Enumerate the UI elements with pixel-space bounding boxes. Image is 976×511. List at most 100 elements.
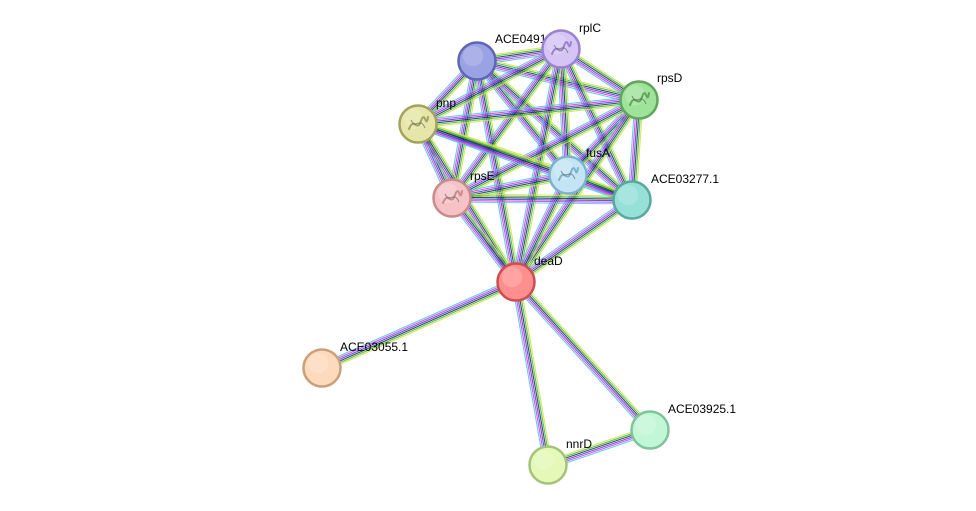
- node-circle[interactable]: [302, 348, 342, 388]
- edge-line: [511, 282, 545, 466]
- node-ACE03055[interactable]: ACE03055.1: [302, 340, 409, 388]
- edge-line: [322, 283, 518, 371]
- edge-line: [556, 50, 629, 202]
- edge-line: [323, 285, 518, 373]
- edge-line: [320, 277, 515, 365]
- edge-line: [513, 173, 567, 282]
- edge-line: [418, 103, 640, 129]
- edge-line: [453, 103, 642, 203]
- node-highlight: [462, 45, 484, 67]
- node-pnp[interactable]: pnp: [398, 96, 457, 144]
- edge-line: [516, 281, 550, 465]
- edge-fusA-deaD: [511, 173, 573, 284]
- structure-thumbnail-icon: [551, 41, 572, 55]
- edge-line: [416, 127, 631, 205]
- edge-line: [449, 95, 638, 195]
- edge-deaD-ACE03055: [320, 277, 518, 373]
- node-rplC[interactable]: rplC: [541, 21, 602, 69]
- structure-detail: [560, 170, 576, 180]
- edge-line: [453, 61, 480, 199]
- edge-line: [453, 50, 564, 200]
- edge-line: [450, 97, 639, 197]
- node-circle[interactable]: [630, 410, 670, 450]
- node-circle[interactable]: [528, 445, 568, 485]
- edge-line: [511, 173, 565, 281]
- node-highlight: [617, 184, 639, 206]
- node-label: rpsE: [470, 169, 495, 183]
- node-circle[interactable]: [398, 104, 438, 144]
- edge-line: [452, 196, 633, 200]
- edge-line: [417, 95, 639, 121]
- edge-line: [452, 100, 640, 200]
- edge-line: [451, 170, 568, 195]
- node-circle[interactable]: [612, 180, 652, 220]
- node-circle[interactable]: [496, 262, 536, 302]
- edge-line: [320, 279, 516, 367]
- edge-rplC-rpsE: [448, 46, 565, 201]
- node-rpsE[interactable]: rpsE: [432, 169, 495, 218]
- node-fusA[interactable]: fusA: [548, 146, 611, 195]
- edge-rpsD-rpsE: [449, 95, 642, 203]
- edge-rpsE-ACE03277: [451, 193, 633, 205]
- node-circle[interactable]: [541, 29, 581, 69]
- node-ACE03925[interactable]: ACE03925.1: [630, 402, 737, 450]
- node-label: rpsD: [657, 71, 683, 85]
- edge-line: [418, 101, 640, 127]
- node-ACE0491[interactable]: ACE0491: [457, 32, 547, 81]
- edge-line: [452, 176, 569, 201]
- node-circle[interactable]: [619, 80, 659, 120]
- node-nnrD[interactable]: nnrD: [528, 437, 593, 485]
- edge-line: [452, 195, 633, 199]
- edge-rplC-pnp: [415, 44, 564, 129]
- edge-ACE0491-deaD: [472, 60, 521, 283]
- edge-line: [452, 193, 633, 197]
- edge-deaD-nnrD: [511, 281, 553, 466]
- edges-layer: [320, 44, 654, 470]
- edge-line: [517, 49, 564, 283]
- edge-line: [417, 47, 561, 124]
- edge-line: [419, 52, 564, 129]
- node-label: ACE03277.1: [651, 172, 719, 186]
- edge-line: [452, 101, 641, 201]
- edge-line: [450, 60, 477, 198]
- edge-line: [452, 178, 569, 203]
- edge-line: [516, 175, 570, 283]
- node-label: ACE03055.1: [340, 340, 408, 354]
- edge-line: [415, 44, 560, 121]
- edge-line: [416, 46, 561, 123]
- node-circle[interactable]: [457, 41, 497, 81]
- edge-line: [418, 100, 640, 126]
- node-rpsD[interactable]: rpsD: [619, 71, 683, 120]
- node-ACE03277[interactable]: ACE03277.1: [612, 172, 720, 220]
- edge-rplC-ACE03277: [556, 47, 637, 202]
- structure-thumbnail-icon: [629, 92, 650, 106]
- edge-line: [321, 280, 516, 368]
- edge-line: [417, 98, 639, 124]
- node-label: pnp: [436, 96, 456, 110]
- node-deaD[interactable]: deaD: [496, 254, 564, 302]
- node-circle[interactable]: [548, 155, 588, 195]
- edge-line: [514, 282, 650, 431]
- edge-line: [418, 50, 563, 127]
- edge-line: [517, 281, 551, 465]
- edge-line: [451, 198, 632, 202]
- edge-line: [515, 198, 632, 282]
- edge-line: [475, 61, 516, 283]
- edge-line: [451, 172, 568, 197]
- node-highlight: [501, 266, 523, 288]
- edge-line: [512, 284, 648, 434]
- edge-line: [513, 283, 649, 432]
- structure-thumbnail-icon: [558, 167, 579, 181]
- edge-line: [517, 201, 634, 285]
- node-circle[interactable]: [432, 178, 472, 218]
- edge-line: [450, 48, 561, 198]
- edge-ACE03277-deaD: [513, 196, 635, 286]
- node-highlight: [533, 449, 555, 471]
- node-label: ACE03925.1: [668, 402, 736, 416]
- structure-detail: [631, 95, 647, 105]
- edge-line: [418, 49, 562, 126]
- edge-line: [454, 51, 565, 201]
- edge-line: [417, 97, 639, 123]
- edge-line: [519, 281, 553, 465]
